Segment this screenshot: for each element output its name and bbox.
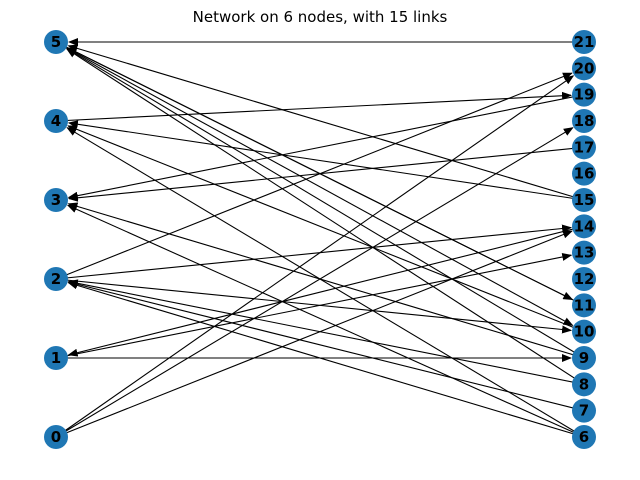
node-circle — [44, 30, 68, 54]
node-6: 6 — [572, 425, 596, 449]
node-circle — [44, 267, 68, 291]
node-12: 12 — [572, 267, 596, 291]
node-label: 11 — [574, 296, 595, 314]
node-label: 1 — [51, 349, 61, 367]
node-0: 0 — [44, 425, 68, 449]
node-circle — [572, 372, 596, 397]
edge-0-to-14 — [55, 230, 573, 438]
edge-15-to-4 — [67, 120, 585, 201]
node-label: 15 — [574, 191, 595, 209]
node-circle — [572, 109, 596, 133]
node-label: 8 — [579, 375, 589, 393]
node-16: 16 — [572, 161, 596, 186]
node-2: 2 — [44, 267, 68, 291]
node-label: 18 — [574, 112, 595, 130]
node-label: 3 — [51, 191, 61, 209]
edge-8-to-5 — [66, 48, 585, 385]
node-label: 0 — [51, 428, 61, 446]
edge-6-to-4 — [66, 127, 585, 438]
node-circle — [44, 109, 68, 133]
node-label: 7 — [579, 402, 589, 420]
edge-2-to-14 — [55, 224, 573, 280]
edge-8-to-2 — [67, 279, 585, 385]
edge-4-to-19 — [55, 91, 573, 122]
node-3: 3 — [44, 188, 68, 212]
node-label: 6 — [579, 428, 589, 446]
node-label: 20 — [574, 59, 595, 77]
edge-2-to-20 — [55, 72, 573, 280]
edge-0-to-18 — [55, 127, 574, 438]
node-circle — [572, 398, 596, 423]
node-label: 14 — [574, 217, 595, 235]
node-label: 12 — [574, 270, 595, 288]
node-circle — [44, 425, 68, 449]
edge-14-to-1 — [67, 225, 585, 357]
node-13: 13 — [572, 240, 596, 265]
edge-17-to-3 — [67, 146, 585, 202]
node-18: 18 — [572, 109, 596, 133]
node-circle — [572, 319, 596, 344]
node-circle — [572, 293, 596, 318]
node-label: 5 — [51, 33, 61, 51]
node-circle — [572, 56, 596, 81]
edge-6-to-2 — [67, 281, 585, 438]
node-label: 10 — [574, 323, 595, 341]
node-circle — [44, 188, 68, 212]
edge-0-to-20 — [55, 75, 575, 438]
node-circle — [572, 82, 596, 107]
node-circle — [572, 30, 596, 54]
node-circle — [572, 240, 596, 265]
node-circle — [572, 188, 596, 212]
node-19: 19 — [572, 82, 596, 107]
node-10: 10 — [572, 319, 596, 344]
edge-7-to-2 — [67, 280, 585, 412]
node-14: 14 — [572, 214, 596, 239]
node-circle — [572, 214, 596, 239]
edge-1-to-13 — [55, 253, 573, 359]
node-17: 17 — [572, 135, 596, 160]
edge-2-to-10 — [55, 278, 573, 334]
node-circle — [572, 267, 596, 291]
edge-6-to-3 — [66, 204, 585, 438]
node-label: 19 — [574, 86, 595, 104]
node-9: 9 — [572, 346, 596, 370]
node-label: 2 — [51, 270, 61, 288]
node-15: 15 — [572, 188, 596, 212]
node-1: 1 — [44, 346, 68, 370]
diagram-title: Network on 6 nodes, with 15 links — [193, 8, 448, 26]
node-21: 21 — [572, 30, 596, 54]
node-label: 16 — [574, 165, 595, 183]
edge-9-to-3 — [67, 202, 585, 359]
node-4: 4 — [44, 109, 68, 133]
node-label: 4 — [51, 112, 61, 130]
node-5: 5 — [44, 30, 68, 54]
node-circle — [572, 346, 596, 370]
node-20: 20 — [572, 56, 596, 81]
edge-5-to-11 — [55, 41, 574, 301]
edge-9-to-5 — [66, 48, 585, 359]
edge-10-to-4 — [67, 125, 585, 333]
node-circle — [44, 346, 68, 370]
edge-5-to-10 — [55, 41, 574, 326]
node-7: 7 — [572, 398, 596, 423]
node-circle — [572, 425, 596, 449]
node-circle — [572, 161, 596, 186]
node-label: 17 — [574, 138, 595, 156]
node-label: 13 — [574, 244, 595, 262]
edge-19-to-3 — [67, 94, 585, 200]
node-label: 9 — [579, 349, 589, 367]
node-8: 8 — [572, 372, 596, 397]
edge-15-to-5 — [67, 44, 585, 201]
node-11: 11 — [572, 293, 596, 318]
node-label: 21 — [574, 33, 595, 51]
node-circle — [572, 135, 596, 160]
edges-layer — [55, 38, 585, 438]
